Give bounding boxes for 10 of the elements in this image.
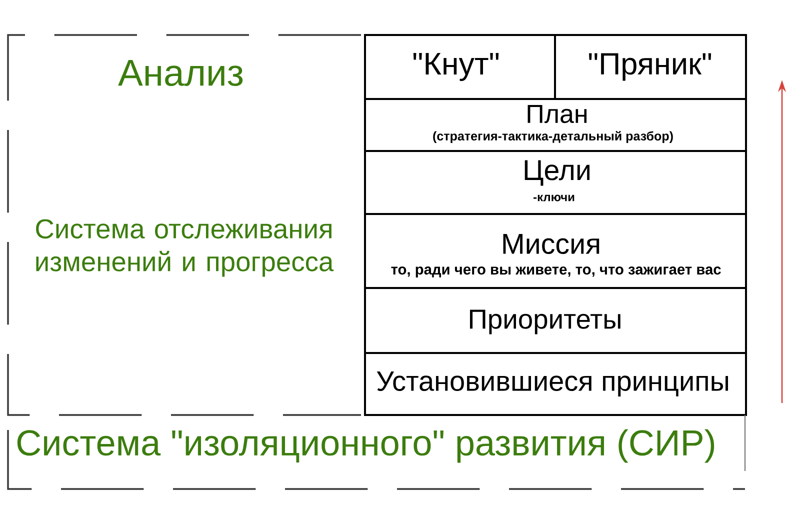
level-box: "Пряник" (554, 34, 747, 100)
band-title: Система "изоляционного" развития (СИР) (17, 429, 714, 463)
region-text: Система отслеживания изменений и прогресса (36, 219, 334, 277)
level-box: "Кнут" (364, 34, 556, 100)
region-heading: Анализ (118, 60, 243, 86)
level-box: Приоритеты (364, 287, 747, 354)
level-subtitle: (стратегия-тактика-детальный разбор) (433, 131, 673, 143)
level-subtitle: -ключи (534, 194, 574, 202)
level-subtitle: то, ради чего вы живете, то, что зажигает вас (391, 266, 721, 278)
level-box: Установившиеся принципы (364, 352, 747, 416)
